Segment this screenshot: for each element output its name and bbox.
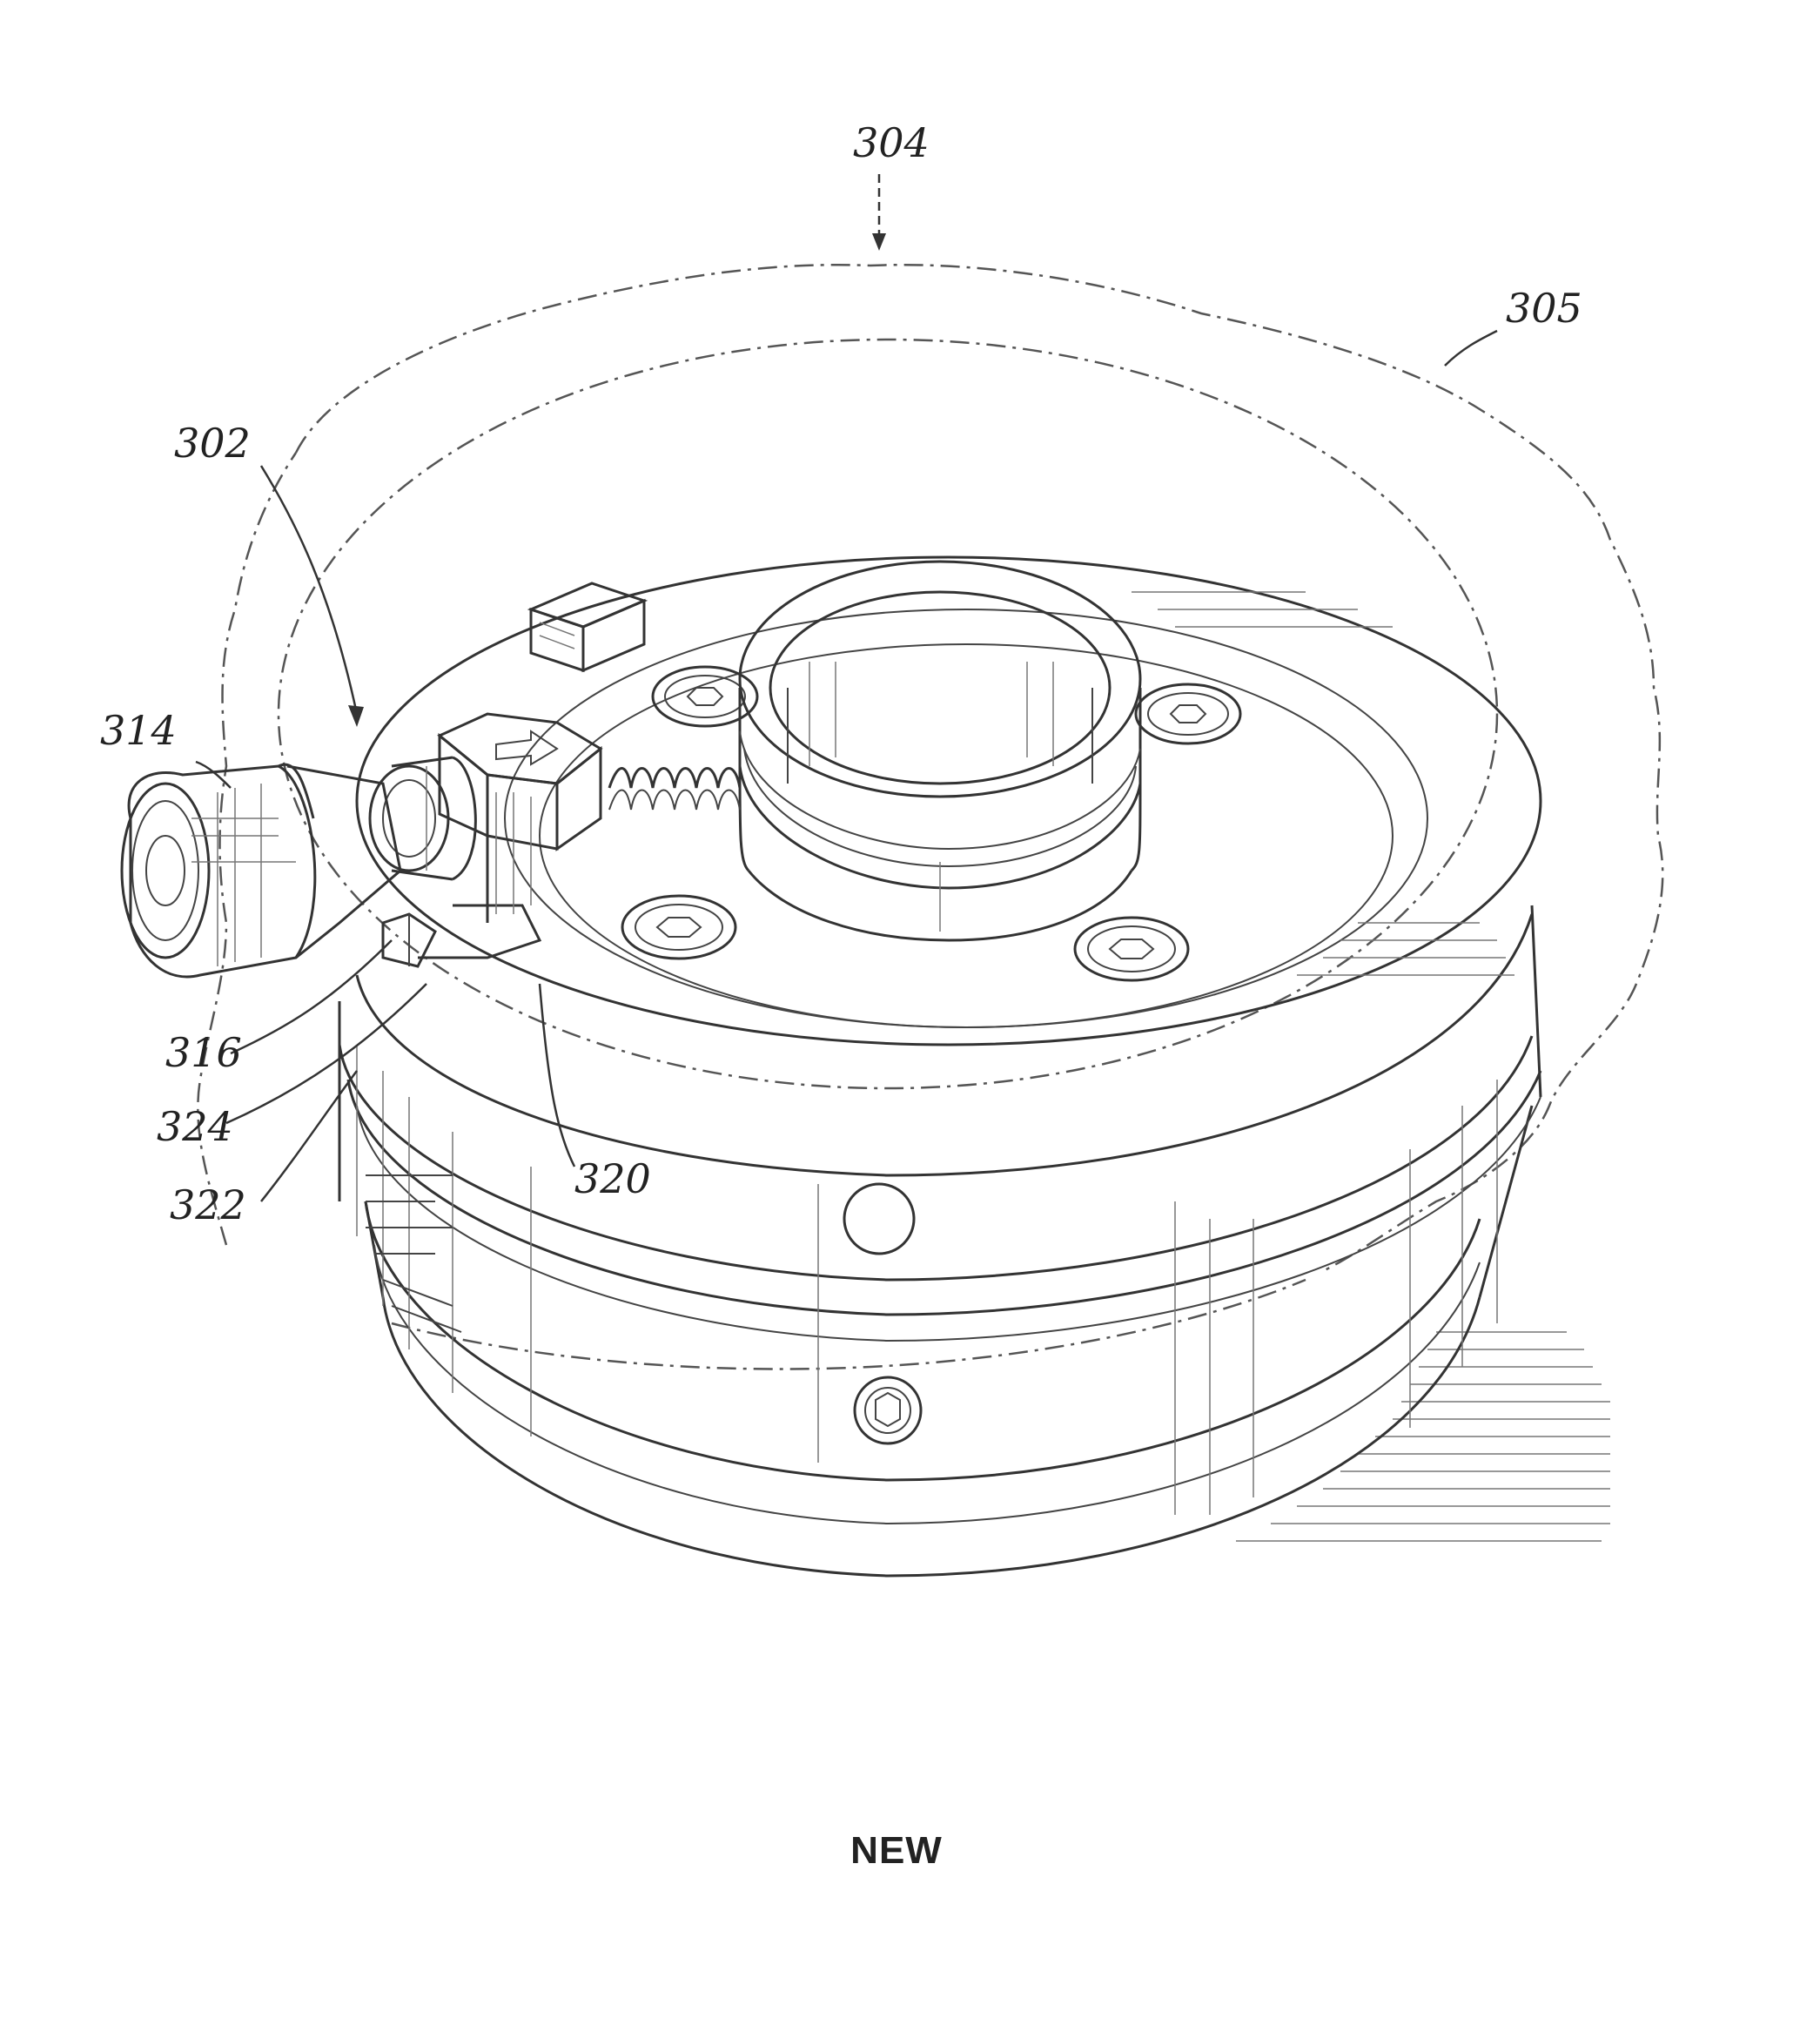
socket-bolt-lower-left [622, 896, 735, 959]
ref-label-316: 316 [165, 1029, 242, 1076]
lower-set-screw [855, 1377, 921, 1443]
socket-bolt-upper-right [1136, 684, 1240, 743]
threaded-collar [370, 757, 475, 879]
ref-label-305: 305 [1506, 285, 1582, 332]
ref-label-304: 304 [853, 119, 930, 166]
ref-label-322: 322 [170, 1181, 246, 1228]
central-hub [740, 562, 1140, 940]
phantom-wheel-outline-305 [198, 265, 1662, 1369]
locating-tab-block [531, 583, 644, 670]
leader-lines [196, 174, 1497, 1201]
ref-label-302: 302 [174, 420, 251, 467]
ref-label-324: 324 [157, 1103, 233, 1150]
direction-arrow-icon [496, 731, 557, 764]
compression-spring [609, 769, 740, 811]
socket-bolt-lower-right [1075, 918, 1188, 980]
ref-label-320: 320 [574, 1155, 651, 1202]
ref-label-314: 314 [100, 707, 177, 754]
base-cylinder [339, 905, 1610, 1576]
side-scale-markings [366, 1175, 461, 1332]
adjustment-knob-314 [122, 764, 400, 977]
side-hole [844, 1184, 914, 1254]
figure-caption: NEW [850, 1829, 943, 1872]
base-shadow-hatching [1236, 1332, 1610, 1541]
